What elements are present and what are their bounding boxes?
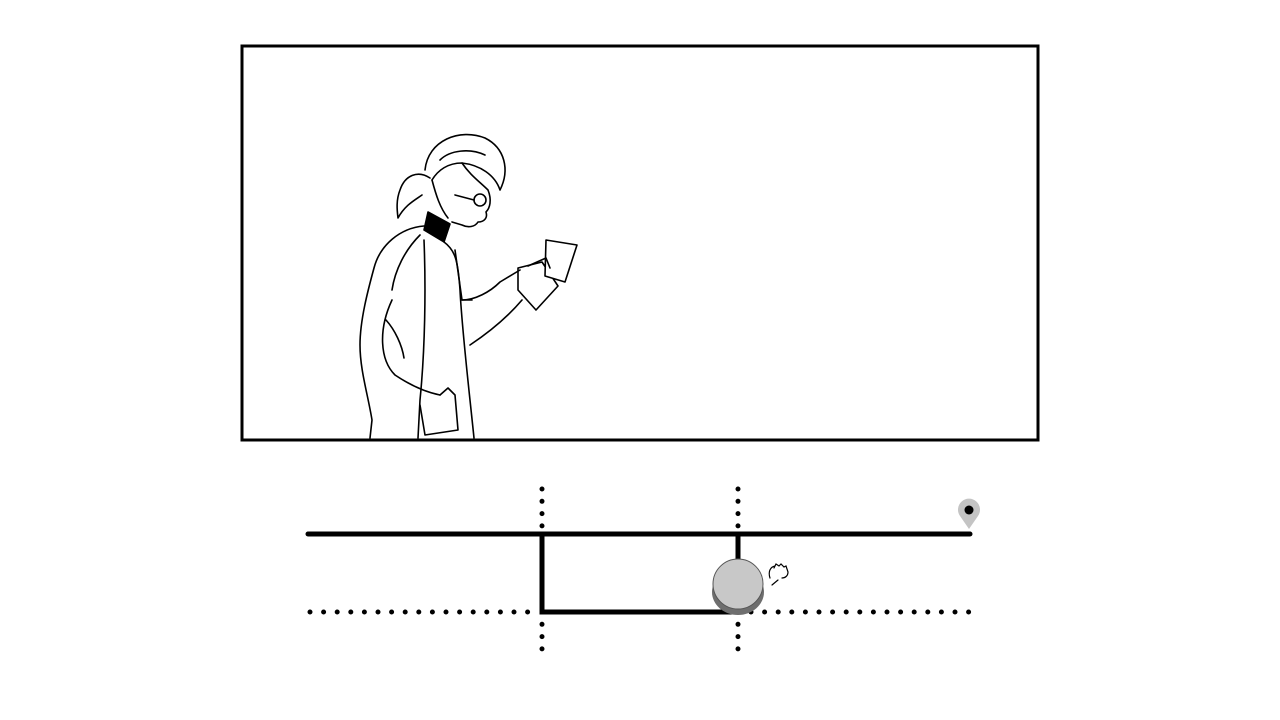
draggable-ball[interactable] (712, 558, 764, 615)
detour-path (539, 534, 741, 615)
path-diagram (305, 486, 980, 663)
scene-frame (240, 44, 1040, 442)
grab-hand-icon (768, 563, 789, 586)
person-reading-paper-illustration (359, 133, 578, 439)
map-pin-icon (958, 498, 980, 529)
